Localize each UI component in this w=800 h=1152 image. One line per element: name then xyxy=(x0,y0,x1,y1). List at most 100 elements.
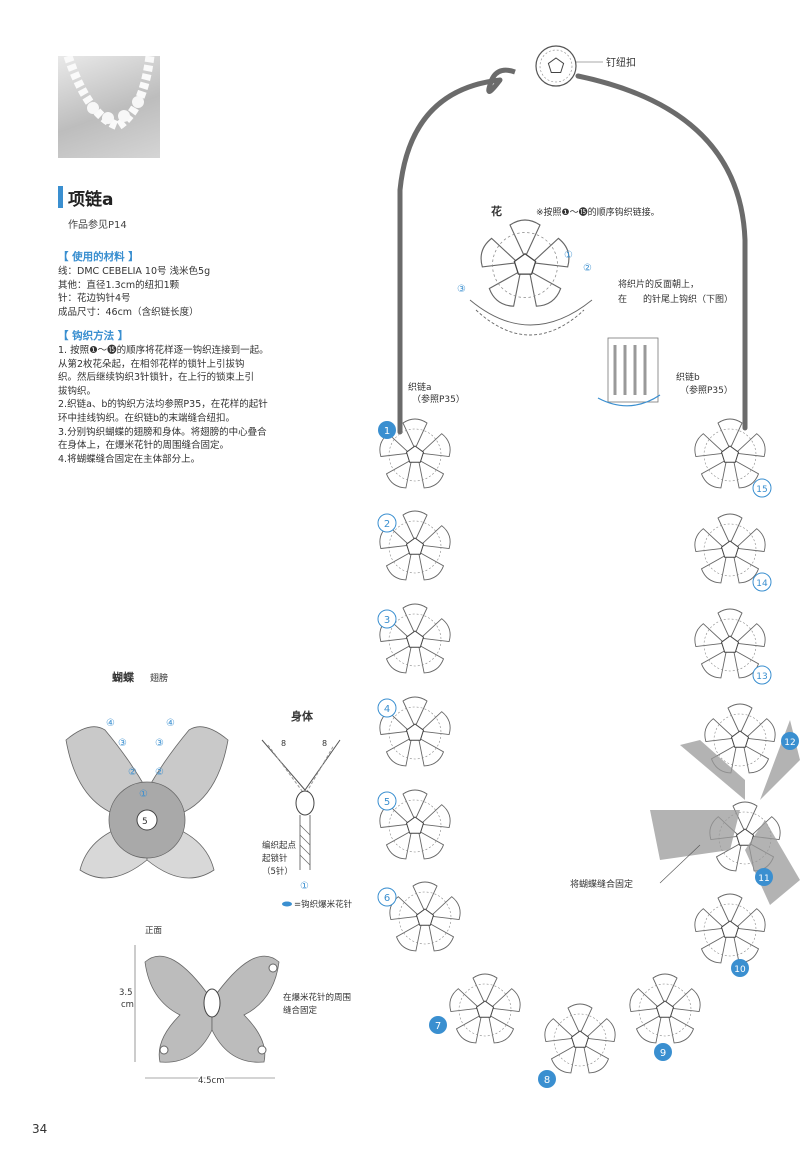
method-line: 拔钩织。 xyxy=(58,385,97,397)
butterfly-overlay xyxy=(650,720,800,905)
button-icon xyxy=(535,45,577,87)
chain-b-label: （参照P35） xyxy=(680,384,733,396)
butterfly-sub: 翅膀 xyxy=(150,672,168,684)
flower-marker: ② xyxy=(583,263,592,274)
butterfly-wing-chart xyxy=(65,726,229,879)
flower-detail xyxy=(469,219,593,336)
motif-number-badge: 5 xyxy=(377,791,397,811)
sew-note: 缝合固定 xyxy=(283,1005,318,1016)
method-line: 织。然后继续钩织3针锁针，在上行的锁束上引 xyxy=(58,372,255,384)
materials-line: 其他：直径1.3cm的纽扣1颗 xyxy=(58,279,180,291)
flower-note2: 的针尾上钩织（下图） xyxy=(643,293,733,305)
motif-number: 11 xyxy=(758,874,769,884)
motif xyxy=(386,881,464,955)
front-label: 正面 xyxy=(145,926,163,936)
title-accent-bar xyxy=(58,186,63,208)
chain-b-label: 织链b xyxy=(676,371,700,383)
motif xyxy=(626,973,704,1047)
flower-marker: ③ xyxy=(457,284,466,295)
motif-number: 10 xyxy=(734,965,746,975)
wing-marker: ② xyxy=(155,767,164,778)
flower-heading: 花 xyxy=(491,204,502,218)
sew-note: 在爆米花针的周围 xyxy=(283,992,351,1003)
motif-number: 15 xyxy=(756,485,767,495)
front-butterfly xyxy=(144,955,280,1063)
motif-number: 5 xyxy=(384,797,390,808)
flower-marker: ① xyxy=(564,250,573,261)
motif-number: 4 xyxy=(384,704,390,715)
method-line: 1. 按照❶～⓯的顺序将花样逐一钩织连接到一起。 xyxy=(58,345,269,356)
method-line: 环中挂线钩织。在织链b的末端缝合纽扣。 xyxy=(58,412,236,424)
motif-number-badge: 1 xyxy=(378,421,396,439)
motif-number: 9 xyxy=(660,1048,666,1059)
page-number: 34 xyxy=(32,1122,48,1136)
necklace-photo-graphic xyxy=(63,56,155,131)
method-line: 2.织链a、b的钩织方法均参照P35，在花样的起针 xyxy=(58,399,268,411)
materials-heading: 【 使用的材料 】 xyxy=(58,251,139,263)
wing-marker: ① xyxy=(139,789,148,800)
body-count: 8 xyxy=(281,739,286,748)
method-line: 在身体上，在爆米花针的周围缝合固定。 xyxy=(58,440,230,452)
button-label: 钉纽扣 xyxy=(606,56,636,69)
page-subtitle: 作品参见P14 xyxy=(68,220,127,231)
motif-number: 6 xyxy=(384,893,390,904)
body-count: 8 xyxy=(322,739,327,748)
popcorn-stitch-legend-icon xyxy=(282,901,292,907)
materials-line: 线：DMC CEBELIA 10号 浅米色5g xyxy=(58,266,211,277)
wing-marker: ④ xyxy=(166,718,175,729)
wing-marker: ③ xyxy=(155,738,164,749)
motif-number-badge: 14 xyxy=(752,572,772,592)
motif-number-badge: 12 xyxy=(781,732,799,750)
attach-butterfly-label: 将蝴蝶缝合固定 xyxy=(570,878,633,890)
motif-number-badge: 15 xyxy=(752,478,772,498)
motif-number-badge: 2 xyxy=(377,513,397,533)
chain-a-label: （参照P35） xyxy=(412,393,465,405)
start-label: （5针） xyxy=(262,866,293,877)
motif-number-badge: 3 xyxy=(377,609,397,629)
wing-center-number: 5 xyxy=(142,817,148,827)
materials-line: 成品尺寸：46cm（含织链长度） xyxy=(58,306,199,318)
chain-a-line xyxy=(397,77,503,435)
motif-number: 8 xyxy=(544,1075,550,1086)
motif-number: 3 xyxy=(384,615,390,626)
butterfly-heading: 蝴蝶 xyxy=(112,670,135,684)
method-heading: 【 钩织方法 】 xyxy=(58,330,129,342)
motif-number: 1 xyxy=(384,426,390,437)
attach-leader xyxy=(659,844,701,884)
chain-b-line xyxy=(575,73,748,431)
stitch-detail xyxy=(597,337,661,407)
method-line: 从第2枚花朵起，在相邻花样的锁针上引拔钩 xyxy=(58,358,245,370)
motif-number-badge: 9 xyxy=(654,1043,672,1061)
motif-number: 2 xyxy=(384,519,390,530)
chain-a-label: 织链a xyxy=(408,381,432,393)
height-label: 3.5 xyxy=(119,988,133,998)
flower-note2: 将织片的反面朝上， xyxy=(618,278,699,290)
wing-marker: ④ xyxy=(106,718,115,729)
chain-loop xyxy=(486,67,516,94)
motif-number-badge: 6 xyxy=(377,887,397,907)
motif-number-badge: 4 xyxy=(377,698,397,718)
motif-number-badge: 10 xyxy=(731,959,749,977)
motif-number-badge: 11 xyxy=(755,868,773,886)
motif-number-badge: 8 xyxy=(538,1070,556,1088)
flower-note2: 在 xyxy=(618,293,627,305)
body-marker: ① xyxy=(300,881,309,892)
height-unit: cm xyxy=(121,1000,134,1010)
method-list: 1. 按照❶～⓯的顺序将花样逐一钩织连接到一起。 从第2枚花朵起，在相邻花样的锁… xyxy=(58,344,290,466)
motif xyxy=(541,1003,619,1077)
motif-number: 7 xyxy=(435,1021,441,1032)
flower-note: ※按照❶～⓯的顺序钩织链接。 xyxy=(536,206,660,218)
page-title: 项链a xyxy=(68,190,114,210)
motif-number-badge: 13 xyxy=(752,665,772,685)
start-label: 编织起点 xyxy=(262,840,297,851)
wing-marker: ② xyxy=(128,767,137,778)
motif-number: 14 xyxy=(756,579,768,589)
legend-label: =钩织爆米花针 xyxy=(294,899,353,910)
body-heading: 身体 xyxy=(291,709,314,723)
motif-number: 13 xyxy=(756,672,767,682)
materials-list: 线：DMC CEBELIA 10号 浅米色5g 其他：直径1.3cm的纽扣1颗 … xyxy=(58,265,290,319)
necklace-photo xyxy=(58,56,160,158)
method-line: 3.分别钩织蝴蝶的翅膀和身体。将翅膀的中心叠合 xyxy=(58,426,267,438)
width-label: 4.5cm xyxy=(198,1076,224,1086)
